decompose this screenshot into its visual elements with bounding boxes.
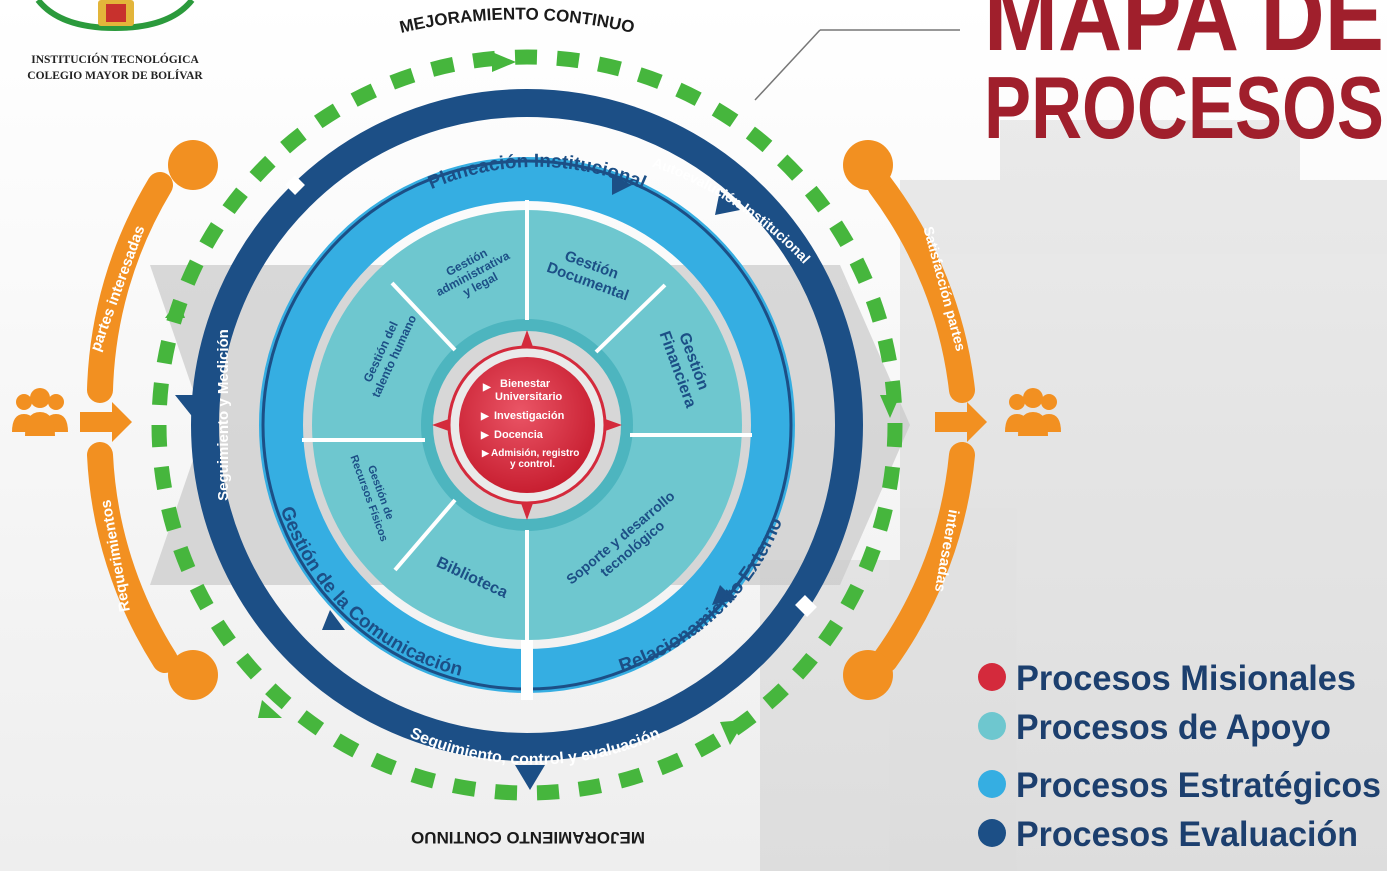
eval-arrow-bottom [515,765,545,790]
eval-label-left: Seguimiento y Medición [215,329,232,501]
legend: Procesos Misionales Procesos de Apoyo Pr… [978,659,1381,854]
core-item-docencia: Docencia [494,429,544,441]
right-output-arrow [935,402,987,442]
left-band-bottom [87,442,178,673]
left-band-top [87,172,173,403]
core-bullet-2: ▶ [480,411,490,422]
legend-dot-evaluacion [978,819,1006,847]
right-node-top [843,140,893,190]
strat-arrow-bottom-left [322,610,345,630]
stakeholders-icon-right [1005,388,1061,436]
institution-line1: INSTITUCIÓN TECNOLÓGICA [31,52,199,66]
core-bullet-3: ▶ [480,430,490,441]
title-pointer-line [754,29,821,101]
left-node-top [168,140,218,190]
legend-dot-estrategicos [978,770,1006,798]
support-ring-inner-band [421,319,633,531]
core-list: ▶ Bienestar Universitario ▶ Investigació… [480,378,579,470]
continuous-improvement-loop [151,49,903,801]
right-band-bottom [872,442,975,673]
core-item-investigacion: Investigación [494,410,565,422]
legend-label-misionales: Procesos Misionales [1016,659,1356,698]
core-circle [459,357,595,493]
legend-dot-misionales [978,663,1006,691]
right-satisfaction-group: Satisfacción partes interesadas [843,140,987,700]
core-item-admision: Admisión, registro [491,448,579,459]
loop-arrow-right [880,395,900,418]
legend-label-estrategicos: Procesos Estratégicos [1016,766,1381,805]
strat-arrow-top [612,175,632,195]
eval-arrow-left [175,395,215,420]
loop-arrow-bottom-right [720,720,745,745]
core-item-control: y control. [510,459,555,470]
core-item-bienestar: Bienestar [500,378,551,390]
loop-arrow-top [492,52,516,72]
stakeholders-icon-left [12,388,68,436]
evaluation-ring [191,89,863,761]
left-input-arrow [80,402,132,442]
strat-arrow-bottom-right [712,585,735,605]
left-node-bottom [168,650,218,700]
institution-line2: COLEGIO MAYOR DE BOLÍVAR [27,68,203,82]
right-node-bottom [843,650,893,700]
legend-dot-apoyo [978,712,1006,740]
core-bullet-1: ▶ [482,382,492,393]
loop-label-bottom: MEJORAMIENTO CONTINUO [411,828,645,847]
core-bullet-4: ▶ [481,448,490,458]
institution-logo [35,0,195,32]
legend-label-evaluacion: Procesos Evaluación [1016,815,1358,854]
title-line2: PROCESOS [984,58,1384,157]
evaluation-ring-gaps [285,175,817,617]
title-line1: MAPA DE [984,0,1384,72]
eval-arrow-top-right [715,190,740,215]
legend-label-apoyo: Procesos de Apoyo [1016,708,1331,747]
right-band-top [867,172,975,403]
loop-arrow-left [165,300,185,318]
core-item-universitario: Universitario [495,391,563,403]
loop-arrow-bottom-left [258,700,282,718]
support-dividers [302,200,752,650]
